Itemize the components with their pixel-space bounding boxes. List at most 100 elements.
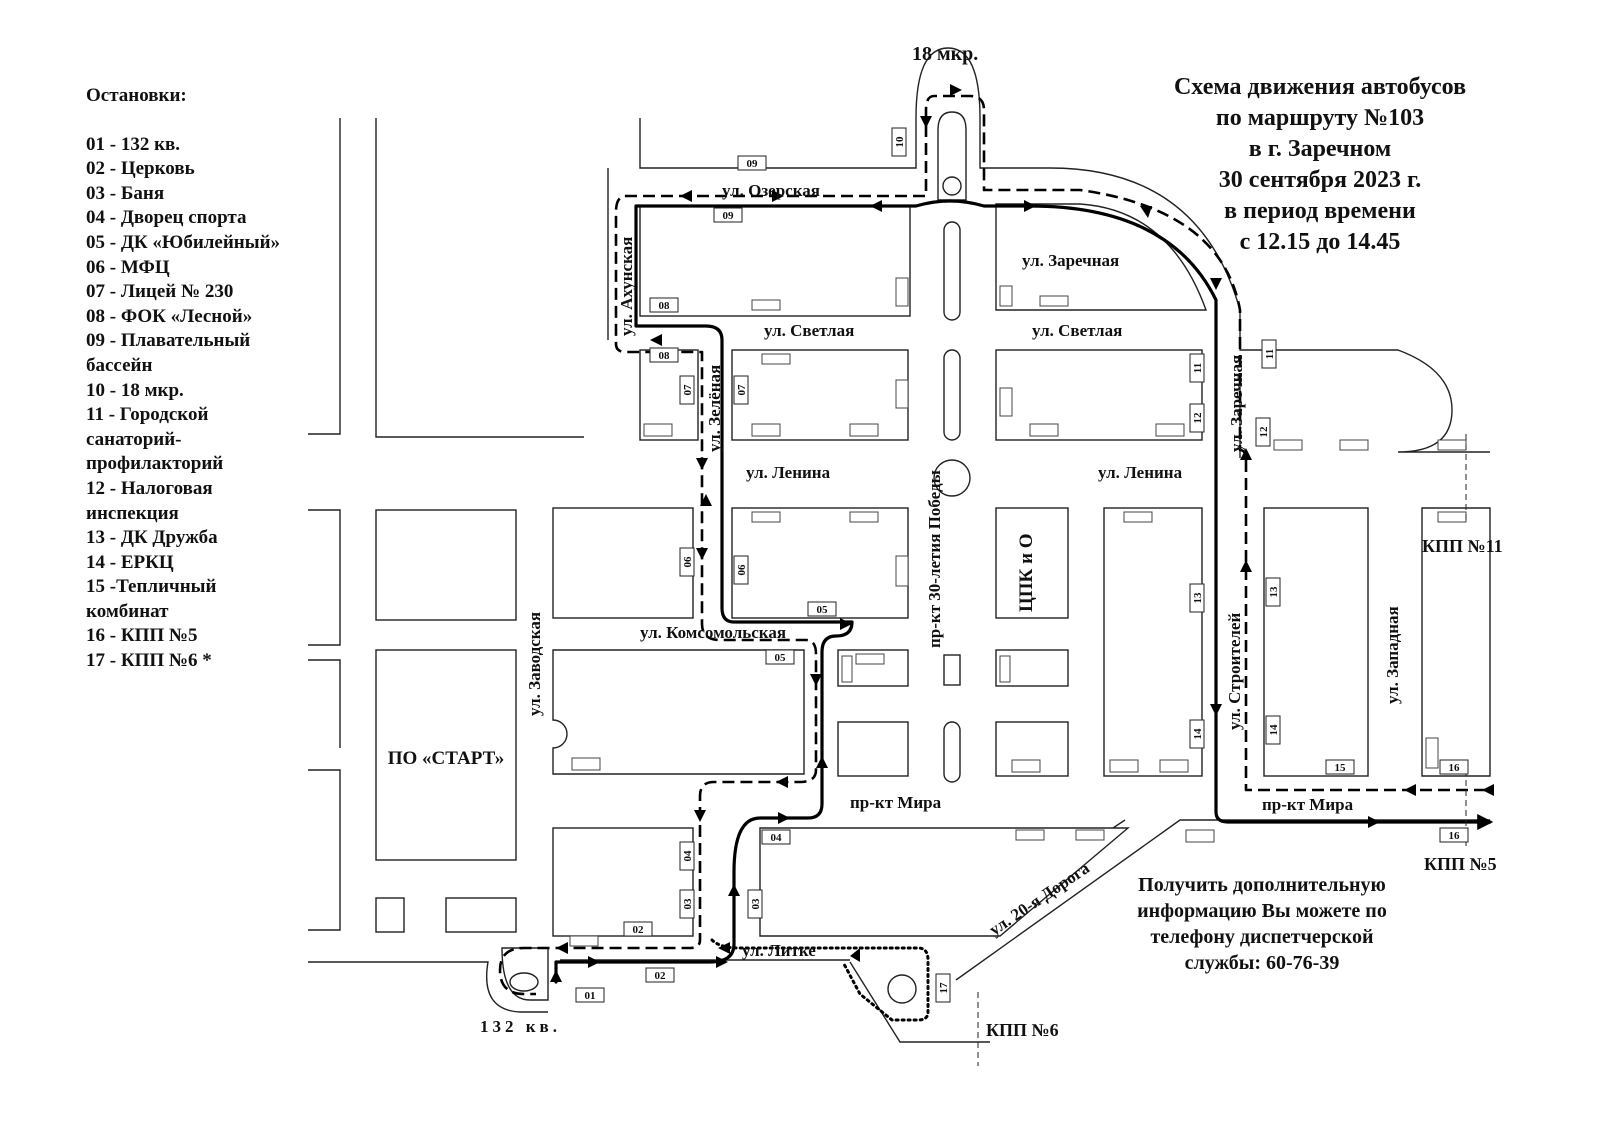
svg-text:09: 09 [747,158,759,170]
place-start: ПО «СТАРТ» [388,748,505,769]
street-mira-west: пр-кт Мира [850,793,942,812]
title-line: Схема движения автобусов [1173,74,1467,100]
svg-text:11: 11 [1264,349,1276,359]
svg-text:06: 06 [682,556,694,568]
street-svetlaya-east: ул. Светлая [1032,321,1122,340]
info-line: службы: 60-76-39 [1184,952,1340,974]
roundabouts [501,947,917,1004]
svg-text:15: 15 [1335,762,1347,774]
legend-item: 11 - Городской санаторий- профилакторий [86,404,224,475]
title-line: в период времени [1224,198,1416,224]
street-stroiteley: ул. Строителей [1225,613,1244,730]
place-labels: 18 мкр. 132 кв. ПО «СТАРТ» ЦПК и О КПП №… [388,43,1503,1040]
legend-item: 10 - 18 мкр. [86,379,184,401]
legend-item: 08 - ФОК «Лесной» [86,305,253,327]
svg-text:05: 05 [817,604,829,616]
legend-item: 01 - 132 кв. [86,133,181,155]
stop-03: 03 [679,889,695,919]
place-132kv: 132 кв. [480,1017,561,1036]
legend-item: 07 - Лицей № 230 [86,281,234,303]
stop-17: 17 [935,973,951,1003]
svg-text:10: 10 [894,136,906,148]
svg-text:12: 12 [1192,412,1204,424]
legend-item: 09 - Плавательный бассейн [86,330,251,376]
svg-text:16: 16 [1449,830,1461,842]
stop-14: 14 [1189,719,1205,749]
info-line: Получить дополнительную [1138,874,1386,896]
info-note: Получить дополнительную информацию Вы мо… [1092,872,1432,976]
street-zarechnaya-vertical: ул. Заречная [1227,355,1246,452]
title-line: по маршруту №103 [1215,105,1425,131]
street-zapadnaya: ул. Западная [1383,606,1402,704]
svg-text:03: 03 [750,898,762,910]
svg-text:07: 07 [682,384,694,396]
legend-item: 12 - Налоговая инспекция [86,477,213,524]
stop-02: 02 [623,921,653,937]
street-zelenaya: ул. Зелёная [705,365,724,452]
route-dotted [710,938,930,1022]
map-title: Схема движения автобусов по маршруту №10… [1130,72,1510,258]
title-line: в г. Заречном [1248,136,1392,162]
svg-text:13: 13 [1268,586,1280,598]
street-zavodskaya: ул. Заводская [525,612,544,716]
stop-05: 05 [765,649,795,665]
stop-13: 13 [1189,583,1205,613]
legend-item: 17 - КПП №6 * [86,650,212,672]
legend-item: 13 - ДК Дружба [86,527,218,549]
svg-text:13: 13 [1192,592,1204,604]
svg-text:07: 07 [736,384,748,396]
legend-item: 04 - Дворец спорта [86,207,247,229]
info-line: информацию Вы можете по [1137,900,1387,922]
legend-item: 05 - ДК «Юбилейный» [86,231,281,253]
street-ozerskaya: ул. Озерская [722,181,820,200]
stop-13: 13 [1265,577,1281,607]
stops-legend: Остановки: 01 - 132 кв. 02 - Церковь 03 … [86,84,346,674]
svg-text:16: 16 [1449,762,1461,774]
stop-02: 02 [645,967,675,983]
street-mira-east: пр-кт Мира [1262,795,1354,814]
stop-11: 11 [1261,339,1277,369]
legend-item: 03 - Баня [86,182,165,204]
street-komsomolskaya: ул. Комсомольская [640,623,786,642]
svg-text:12: 12 [1258,426,1270,438]
legend-item: 15 -Тепличный комбинат [86,576,217,622]
stop-10: 10 [891,127,907,157]
svg-text:03: 03 [682,898,694,910]
svg-text:14: 14 [1268,724,1280,736]
svg-text:17: 17 [938,982,950,994]
stop-06: 06 [733,555,749,585]
place-18mkr: 18 мкр. [912,43,978,65]
stop-07: 07 [733,375,749,405]
stop-01: 01 [575,987,605,1003]
route-main-solid [554,199,1494,984]
svg-text:14: 14 [1192,728,1204,740]
title-line: 30 сентября 2023 г. [1218,167,1422,193]
street-svetlaya-west: ул. Светлая [764,321,854,340]
svg-text:08: 08 [659,300,671,312]
svg-text:04: 04 [682,850,694,862]
street-ahunskaya: ул. Ахунская [617,237,636,336]
street-lenina-west: ул. Ленина [746,463,831,482]
street-pobedy-avenue: пр-кт 30-летия Победы [925,470,944,648]
svg-text:02: 02 [633,924,645,936]
stop-12: 12 [1189,403,1205,433]
stop-07: 07 [679,375,695,405]
stop-11: 11 [1189,353,1205,383]
stop-08: 08 [649,297,679,313]
stop-04: 04 [679,841,695,871]
stop-05: 05 [807,601,837,617]
stop-04: 04 [761,829,791,845]
svg-text:11: 11 [1192,363,1204,373]
street-zarechnaya-horizontal: ул. Заречная [1022,251,1119,270]
svg-text:02: 02 [655,970,667,982]
legend-title: Остановки: [86,85,187,106]
building-marks [569,277,1467,947]
direction-arrows [550,84,1494,982]
stop-09: 09 [737,155,767,171]
stop-03: 03 [747,889,763,919]
stop-15: 15 [1325,759,1355,775]
place-kpp5: КПП №5 [1424,854,1497,874]
place-kpp11: КПП №11 [1422,536,1503,556]
stops: 01 02 02 03 03 04 04 05 05 06 06 07 07 0… [575,127,1469,1003]
stop-08: 08 [649,347,679,363]
